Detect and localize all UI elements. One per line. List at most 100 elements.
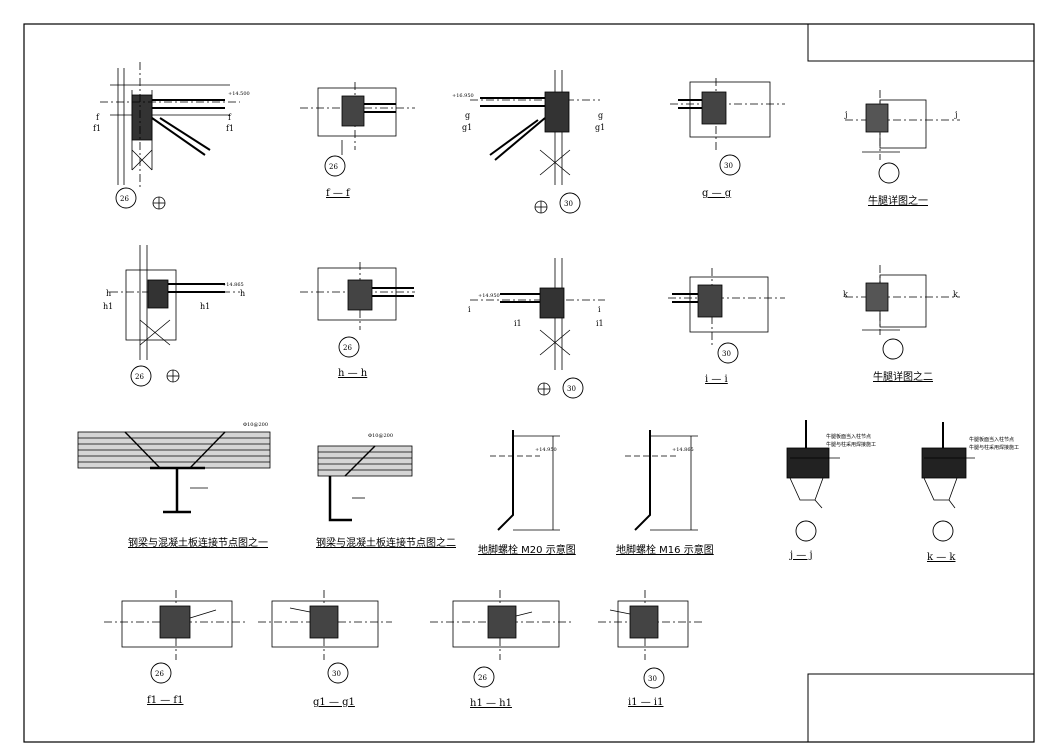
- ref-circle-30: 30: [559, 192, 581, 214]
- detail-anchor-m16: [625, 430, 698, 531]
- ref-circle-26: 26: [324, 155, 346, 177]
- section-mark-i-right: i: [598, 305, 601, 314]
- ref-circle-26: 26: [338, 336, 360, 358]
- title-g1g1: g1 — g1: [313, 697, 355, 708]
- section-mark-f1-left: f1: [93, 124, 101, 133]
- section-mark-j-left: j: [844, 110, 847, 119]
- section-symbol: [534, 200, 548, 214]
- section-mark-h1-left: h1: [103, 302, 113, 311]
- elevation-label: +14.950: [478, 293, 500, 299]
- title-block-bottom: [807, 673, 1035, 743]
- slab-note: Φ10@200: [243, 421, 268, 428]
- title-hh: h — h: [338, 368, 368, 379]
- ref-circle-blank: [878, 162, 900, 184]
- col-note: 牛腿板面当入柱节点: [826, 433, 871, 440]
- slab-note: Φ10@200: [368, 432, 393, 439]
- section-mark-i1-right: i1: [596, 319, 604, 328]
- svg-text:26: 26: [478, 674, 487, 682]
- detail-section-gg: [670, 78, 785, 150]
- detail-node-h: [110, 245, 240, 360]
- title-gg: g — g: [702, 188, 732, 199]
- detail-section-jj: [786, 420, 840, 509]
- section-mark-g-right: g: [598, 111, 603, 120]
- detail-section-ff: [300, 82, 415, 155]
- section-mark-k-right: k: [953, 290, 958, 299]
- sheet-border: [23, 23, 1035, 743]
- ref-circle-26: 26: [115, 187, 137, 209]
- section-mark-j-right: j: [954, 110, 957, 119]
- col-note: 牛腿板面当入柱节点: [969, 436, 1014, 443]
- section-symbol: [537, 382, 551, 396]
- svg-text:26: 26: [329, 163, 338, 171]
- title-anchor-m16: 地脚螺栓 M16 示意图: [616, 543, 714, 556]
- detail-node-g: [470, 70, 600, 185]
- ref-circle-30: 30: [717, 342, 739, 364]
- section-mark-k-left: k: [843, 290, 848, 299]
- section-mark-g1-right: g1: [595, 123, 605, 132]
- svg-text:30: 30: [648, 675, 657, 683]
- detail-section-kk: [921, 422, 975, 509]
- title-f1f1: f1 — f1: [147, 695, 183, 706]
- ref-circle-blank: [795, 520, 817, 542]
- title-ii: i — i: [705, 374, 728, 385]
- section-mark-h-right: h: [240, 289, 245, 298]
- elevation-label: +14.500: [228, 91, 250, 97]
- detail-slab-connection-2: [317, 445, 413, 522]
- svg-text:26: 26: [120, 195, 129, 203]
- title-anchor-m20: 地脚螺栓 M20 示意图: [478, 543, 576, 556]
- ref-circle-30: 30: [327, 662, 349, 684]
- elevation-label: +16.950: [452, 93, 474, 99]
- detail-bracket-2: [845, 265, 960, 335]
- detail-section-f1f1: [104, 590, 245, 660]
- detail-bracket-1: [845, 90, 960, 160]
- detail-node-i: [470, 258, 605, 370]
- section-mark-h1-right: h1: [200, 302, 210, 311]
- title-kk: k — k: [927, 552, 956, 563]
- elevation-label: +14.950: [535, 447, 557, 453]
- svg-text:30: 30: [564, 200, 573, 208]
- col-note: 牛腿与柱采用焊接施工: [826, 441, 876, 448]
- detail-section-hh: [300, 262, 415, 330]
- svg-text:26: 26: [343, 344, 352, 352]
- detail-slab-connection-1: [77, 431, 271, 514]
- detail-node-f: [100, 62, 240, 190]
- title-slab-2: 钢梁与混凝土板连接节点图之二: [316, 536, 456, 549]
- section-mark-h-left: h: [106, 289, 111, 298]
- section-mark-f1-right: f1: [226, 124, 234, 133]
- svg-text:30: 30: [567, 385, 576, 393]
- elevation-label: +14.865: [672, 447, 694, 453]
- ref-circle-30: 30: [719, 154, 741, 176]
- ref-circle-30: 30: [643, 667, 665, 689]
- section-symbol: [166, 369, 180, 383]
- col-note: 牛腿与柱采用焊接施工: [969, 444, 1019, 451]
- section-mark-f-left: f: [96, 113, 100, 122]
- svg-text:30: 30: [332, 670, 341, 678]
- title-bracket-1: 牛腿详图之一: [868, 194, 928, 207]
- detail-section-i1i1: [598, 590, 702, 660]
- title-ff: f — f: [326, 188, 351, 199]
- section-symbol: [152, 196, 166, 210]
- title-slab-1: 钢梁与混凝土板连接节点图之一: [128, 536, 268, 549]
- title-h1h1: h1 — h1: [470, 698, 512, 709]
- title-block-top: [807, 23, 1035, 62]
- section-mark-i1-left: i1: [514, 319, 522, 328]
- ref-circle-26: 26: [130, 365, 152, 387]
- svg-text:26: 26: [135, 373, 144, 381]
- ref-circle-26: 26: [150, 662, 172, 684]
- section-mark-g1-left: g1: [462, 123, 472, 132]
- section-mark-f-right: f: [228, 113, 232, 122]
- ref-circle-26: 26: [473, 666, 495, 688]
- ref-circle-30: 30: [562, 377, 584, 399]
- title-i1i1: i1 — i1: [628, 697, 663, 708]
- title-bracket-2: 牛腿详图之二: [873, 370, 933, 383]
- svg-text:26: 26: [155, 670, 164, 678]
- detail-section-ii: [668, 268, 785, 345]
- title-jj: j — j: [789, 550, 813, 561]
- ref-circle-blank: [882, 338, 904, 360]
- svg-text:30: 30: [722, 350, 731, 358]
- section-mark-i-left: i: [468, 305, 471, 314]
- svg-text:30: 30: [724, 162, 733, 170]
- detail-section-g1g1: [258, 590, 392, 660]
- detail-section-h1h1: [430, 590, 572, 660]
